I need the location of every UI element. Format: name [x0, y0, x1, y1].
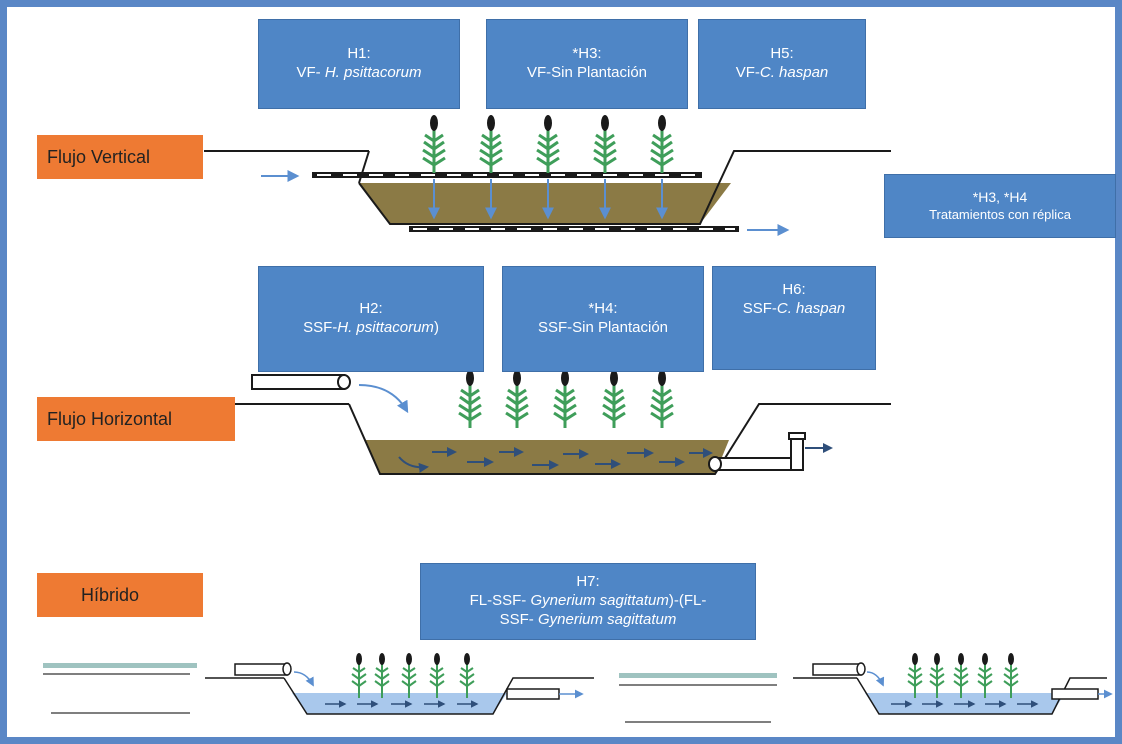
- replica-note-box: *H3, *H4 Tratamientos con réplica: [884, 174, 1116, 238]
- hybrid-label: Híbrido: [37, 573, 203, 617]
- replica-note-text: Tratamientos con réplica: [929, 206, 1071, 222]
- treatment-desc-line1: FL-SSF- Gynerium sagittatum)-(FL-: [469, 592, 707, 610]
- treatment-id: H7:: [576, 573, 600, 591]
- treatment-desc: VF-Sin Plantación: [526, 64, 648, 81]
- treatment-box-h7: H7: FL-SSF- Gynerium sagittatum)-(FL- SS…: [420, 563, 756, 640]
- wetland-diagram: [43, 113, 1113, 723]
- treatment-desc: SSF-H. psittacorum): [303, 319, 439, 336]
- horizontal-flow-label: Flujo Horizontal: [37, 397, 235, 441]
- treatment-id: H1:: [347, 45, 371, 63]
- hybrid-system: [43, 652, 1113, 723]
- treatment-id: H5:: [770, 45, 794, 63]
- treatment-box-h6: H6: SSF-C. haspan: [712, 266, 876, 370]
- vertical-flow-bed: [204, 113, 891, 236]
- horizontal-flow-bed: [235, 368, 891, 475]
- replica-note-ids: *H3, *H4: [972, 189, 1028, 206]
- treatment-box-h4: *H4: SSF-Sin Plantación: [502, 266, 704, 372]
- treatment-id: *H3:: [572, 45, 602, 63]
- treatment-box-h3: *H3: VF-Sin Plantación: [486, 19, 688, 109]
- treatment-box-h5: H5: VF-C. haspan: [698, 19, 866, 109]
- treatment-box-h1: H1: VF- H. psittacorum: [258, 19, 460, 109]
- treatment-desc-line2: SSF- Gynerium sagittatum: [499, 610, 677, 628]
- treatment-id: H2:: [359, 300, 383, 318]
- treatment-desc: VF- H. psittacorum: [296, 64, 422, 81]
- treatment-id: H6:: [782, 281, 806, 298]
- treatment-desc: VF-C. haspan: [735, 64, 829, 81]
- vertical-flow-label: Flujo Vertical: [37, 135, 203, 179]
- treatment-desc: SSF-Sin Plantación: [537, 319, 669, 336]
- treatment-desc: SSF-C. haspan: [742, 299, 846, 317]
- treatment-id: *H4:: [588, 300, 618, 318]
- treatment-box-h2: H2: SSF-H. psittacorum): [258, 266, 484, 372]
